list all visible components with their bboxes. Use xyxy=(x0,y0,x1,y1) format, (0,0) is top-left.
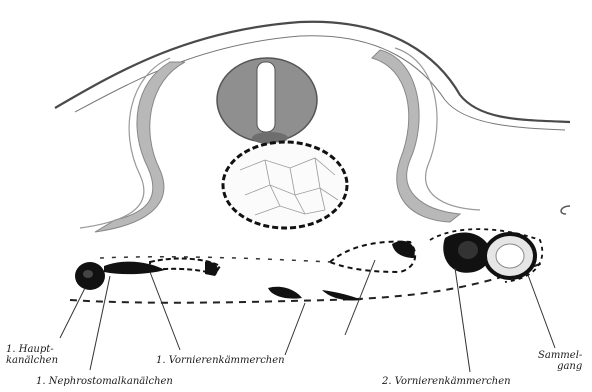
label-vorniere-1: 1. Vornierenkämmerchen xyxy=(156,355,285,366)
nephrostome-left xyxy=(104,262,165,275)
sammelgang-lumen xyxy=(496,244,524,268)
label-nephrostomalkanaelchen: 1. Nephrostomalkanälchen xyxy=(36,376,173,387)
right-hook xyxy=(561,206,570,214)
label-vorniere-2: 2. Vornierenkämmerchen xyxy=(382,376,511,387)
notochord xyxy=(223,142,347,228)
vorniere-2-blob xyxy=(392,241,415,258)
hauptkanaelchen-lumen xyxy=(83,270,93,278)
left-somite xyxy=(95,62,185,232)
upper-dash-line xyxy=(100,257,330,262)
mid-blob-2 xyxy=(322,290,362,301)
leader-lines xyxy=(60,260,555,372)
mid-blob xyxy=(268,287,302,299)
label-hauptkanaelchen: 1. Haupt- kanälchen xyxy=(6,344,58,366)
vorniere-2-lumen xyxy=(458,241,478,259)
label-sammelgang: Sammel- gang xyxy=(538,350,582,372)
neural-canal xyxy=(257,62,275,132)
